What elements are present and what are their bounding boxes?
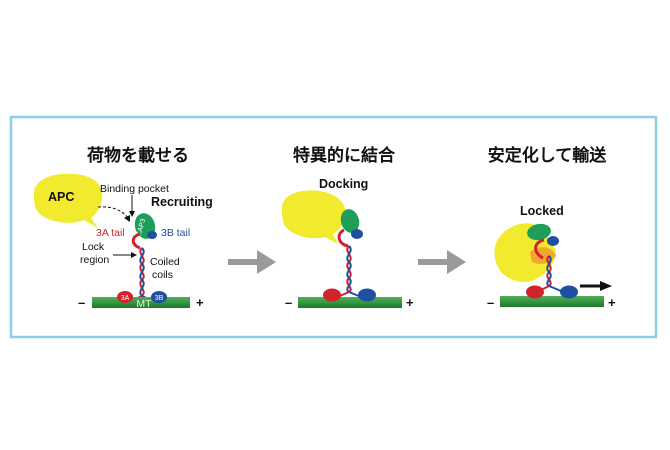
tail-3b-label: 3B tail (161, 227, 190, 239)
mt-plus-2: + (406, 295, 414, 310)
panel-1-title: 荷物を載せる (87, 145, 189, 166)
mt-label: MT (136, 298, 152, 310)
head-3a (117, 291, 133, 303)
tail-3a (131, 232, 141, 250)
head-3a-2 (323, 288, 341, 302)
mt-plus-3: + (608, 295, 616, 310)
mt-plus-1: + (196, 295, 204, 310)
head-3a-label: 3A (121, 295, 130, 302)
lock-region-label: Lock region (80, 241, 109, 266)
tail-3a-label: 3A tail (96, 227, 125, 239)
apc-shape-2 (281, 190, 346, 244)
tail-3a-3 (534, 238, 545, 260)
panel-2: Docking – + (281, 177, 414, 310)
microtubule-2 (298, 297, 402, 308)
apc-shape (33, 173, 103, 228)
coiled-coil-2 (346, 245, 352, 293)
transition-arrow-2 (418, 250, 466, 274)
head-3b-3 (560, 285, 578, 299)
kap3-label: KAP3 (136, 218, 147, 237)
docking-label: Docking (319, 177, 368, 191)
head-3b-label: 3B (155, 295, 164, 302)
panel-3-title: 安定化して輸送 (488, 145, 607, 166)
panel-3: Locked – + (487, 204, 616, 310)
transport-arrowhead (600, 281, 612, 291)
head-3b (151, 291, 167, 303)
lock-region-arrowhead (131, 252, 137, 258)
tail-3b-2 (351, 229, 363, 239)
mt-minus-3: – (487, 295, 494, 310)
binding-pocket-label: Binding pocket (100, 183, 169, 195)
binding-pocket-arrowhead (129, 211, 135, 217)
dashed-arrow-head (124, 215, 130, 222)
tail-3b (147, 231, 157, 239)
transition-arrow-1 (228, 250, 276, 274)
panel-2-title: 特異的に結合 (293, 145, 396, 166)
locked-label: Locked (520, 204, 564, 218)
head-3b-2 (358, 288, 376, 302)
microtubule-3 (500, 296, 604, 307)
kap3-domain-2 (340, 209, 360, 233)
head-3a-3 (526, 285, 544, 299)
coiled-coils-label: Coiled coils (150, 256, 183, 281)
tail-3a-2 (337, 228, 349, 248)
kap3-domain-3 (527, 223, 551, 241)
apc-label: APC (48, 190, 74, 204)
microtubule (92, 297, 190, 308)
tail-3b-3 (547, 236, 559, 246)
mt-minus-1: – (78, 295, 85, 310)
coiled-coil-3 (546, 255, 552, 287)
mt-minus-2: – (285, 295, 292, 310)
dashed-arrow (97, 206, 129, 219)
panel-1: APC Binding pocket Recruiting KAP3 3A ta… (33, 173, 213, 310)
recruiting-label: Recruiting (151, 195, 213, 209)
coiled-coil (139, 247, 145, 297)
